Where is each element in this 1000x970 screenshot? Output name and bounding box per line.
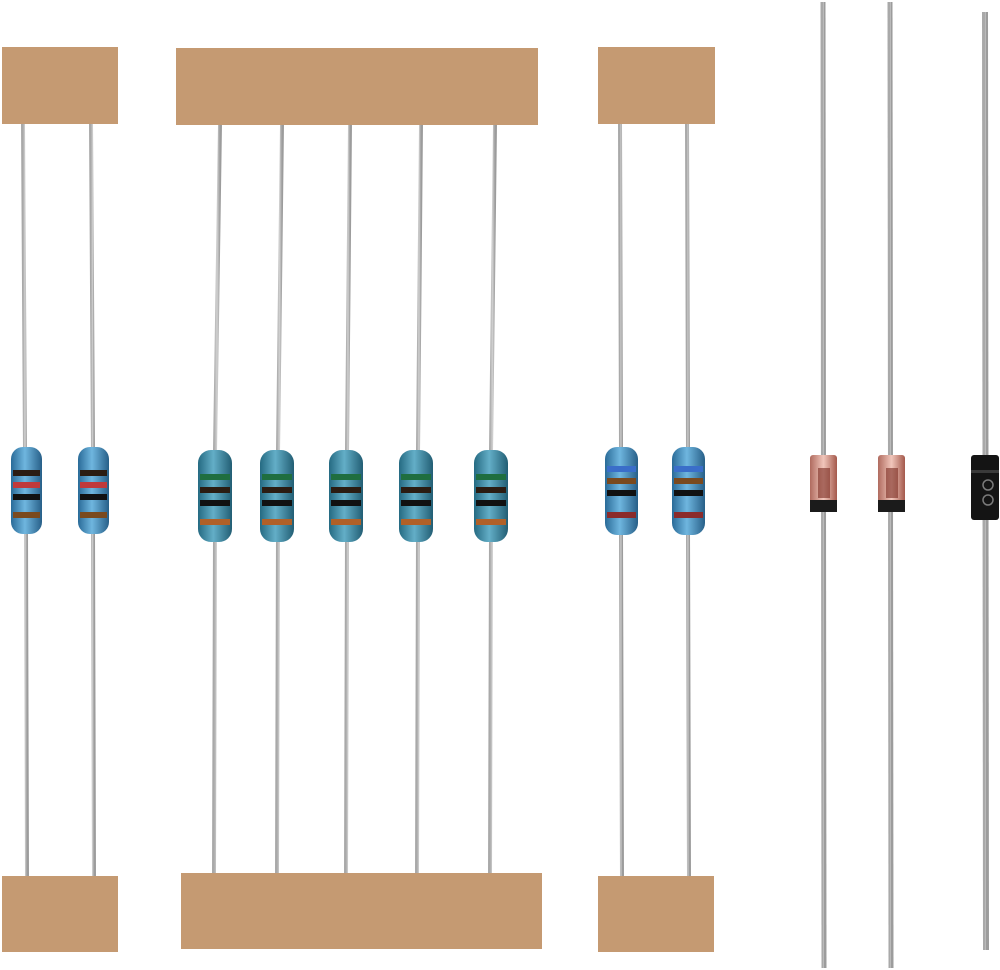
resistor-7 <box>474 124 508 874</box>
tape-strip-bottom-2 <box>181 873 542 949</box>
resistor-6 <box>399 124 433 874</box>
black-diode <box>971 11 999 951</box>
resistor-2 <box>78 123 109 877</box>
tape-strip-bottom-3 <box>598 876 714 952</box>
tape-strip-top-3 <box>598 47 715 124</box>
resistor-1 <box>11 123 42 877</box>
resistor-9 <box>672 123 705 877</box>
tape-strip-top-2 <box>176 48 538 125</box>
resistor-3 <box>198 124 232 874</box>
glass-diode-2 <box>878 1 905 969</box>
tape-strip-top-1 <box>2 47 118 124</box>
resistor-4 <box>260 124 294 874</box>
resistor-8 <box>605 123 638 877</box>
resistor-5 <box>329 124 363 874</box>
glass-diode-1 <box>810 1 837 969</box>
tape-strip-bottom-1 <box>2 876 118 952</box>
